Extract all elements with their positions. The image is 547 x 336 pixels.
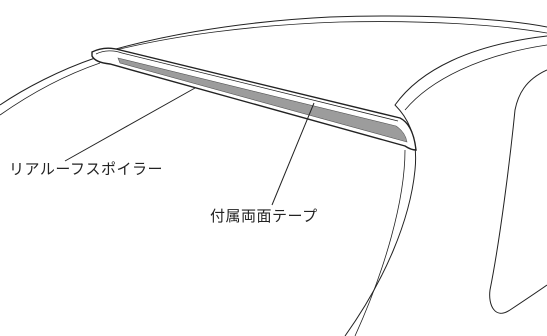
- spoiler-leader-line: [64, 87, 196, 162]
- c-pillar-inner: [354, 149, 406, 336]
- roof-edge-inner: [107, 21, 547, 53]
- tape-leader-line: [271, 102, 315, 206]
- tape-strip: [117, 57, 408, 143]
- roof-edge-outer: [94, 15, 547, 56]
- rear-window-left-outer: [0, 57, 96, 106]
- c-pillar-outer: [344, 35, 547, 336]
- c-pillar-edge: [404, 44, 547, 111]
- side-window: [489, 69, 547, 314]
- spoiler-top-edge: [95, 50, 399, 122]
- rear-window-left-inner: [0, 62, 101, 116]
- spoiler-label: リアルーフスポイラー: [9, 160, 163, 178]
- tape-label: 付属両面テープ: [210, 207, 318, 225]
